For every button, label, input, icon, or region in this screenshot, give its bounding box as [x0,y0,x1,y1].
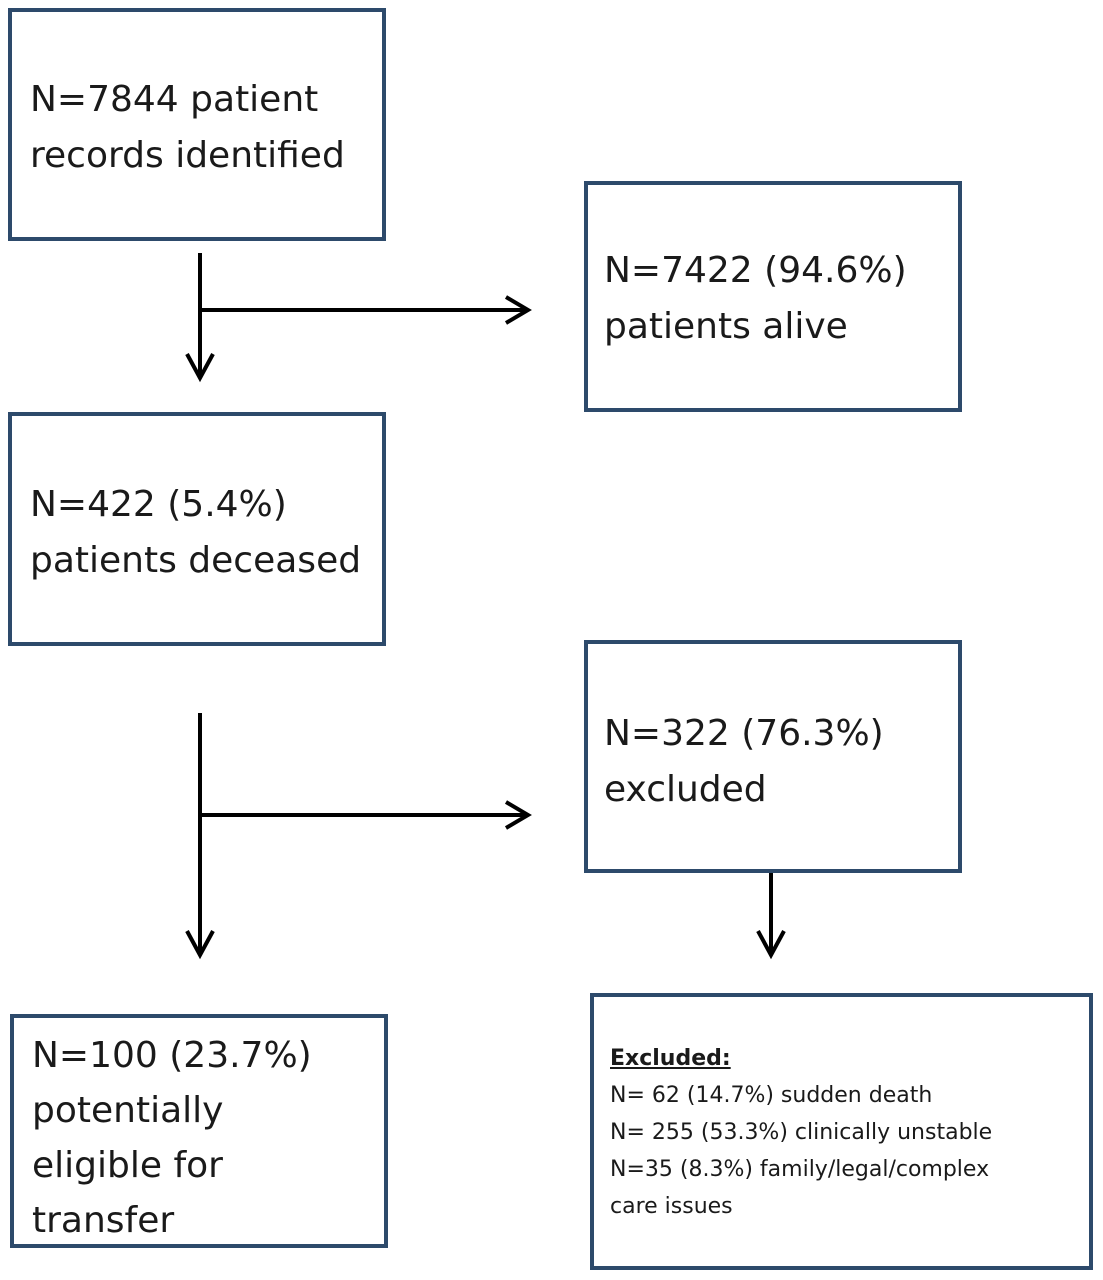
alive-line-2: patients alive [604,306,848,347]
arrow-branch-to-alive-head [504,295,532,325]
eligible-line-3: eligible for [32,1145,223,1186]
exclusion-line-2: N= 255 (53.3%) clinically unstable [610,1120,993,1145]
patients-deceased-box: N=422 (5.4%) patients deceased [8,412,386,646]
excluded-text: N=322 (76.3%) excluded [604,706,884,818]
exclusion-line-1: N= 62 (14.7%) sudden death [610,1083,933,1108]
exclusion-details-text: Excluded: N= 62 (14.7%) sudden death N= … [610,1041,992,1225]
excluded-line-1: N=322 (76.3%) [604,713,884,754]
exclusion-line-3: N=35 (8.3%) family/legal/complex [610,1157,990,1182]
excluded-line-2: excluded [604,769,767,810]
deceased-line-2: patients deceased [30,540,362,581]
records-line-2: records identified [30,135,345,176]
patients-deceased-text: N=422 (5.4%) patients deceased [30,477,361,589]
exclusion-details-box: Excluded: N= 62 (14.7%) sudden death N= … [590,993,1093,1270]
alive-line-1: N=7422 (94.6%) [604,250,907,291]
records-identified-box: N=7844 patient records identified [8,8,386,241]
records-identified-text: N=7844 patient records identified [30,72,345,184]
exclusion-line-4: care issues [610,1194,733,1219]
arrow-excluded-to-details-head [756,930,786,960]
eligible-box: N=100 (23.7%) potentially eligible for t… [10,1014,388,1248]
eligible-line-2: potentially [32,1090,224,1131]
excluded-box: N=322 (76.3%) excluded [584,640,962,873]
records-line-1: N=7844 patient [30,79,319,120]
eligible-line-1: N=100 (23.7%) [32,1035,312,1076]
eligible-text: N=100 (23.7%) potentially eligible for t… [32,1028,312,1248]
deceased-line-1: N=422 (5.4%) [30,484,287,525]
eligible-line-4: transfer [32,1200,175,1241]
arrow-records-to-deceased-head [185,353,215,383]
arrow-branch-to-excluded-head [504,800,532,830]
patients-alive-box: N=7422 (94.6%) patients alive [584,181,962,412]
arrow-deceased-to-eligible-head [185,930,215,960]
patients-alive-text: N=7422 (94.6%) patients alive [604,243,907,355]
exclusion-details-title: Excluded: [610,1046,731,1071]
